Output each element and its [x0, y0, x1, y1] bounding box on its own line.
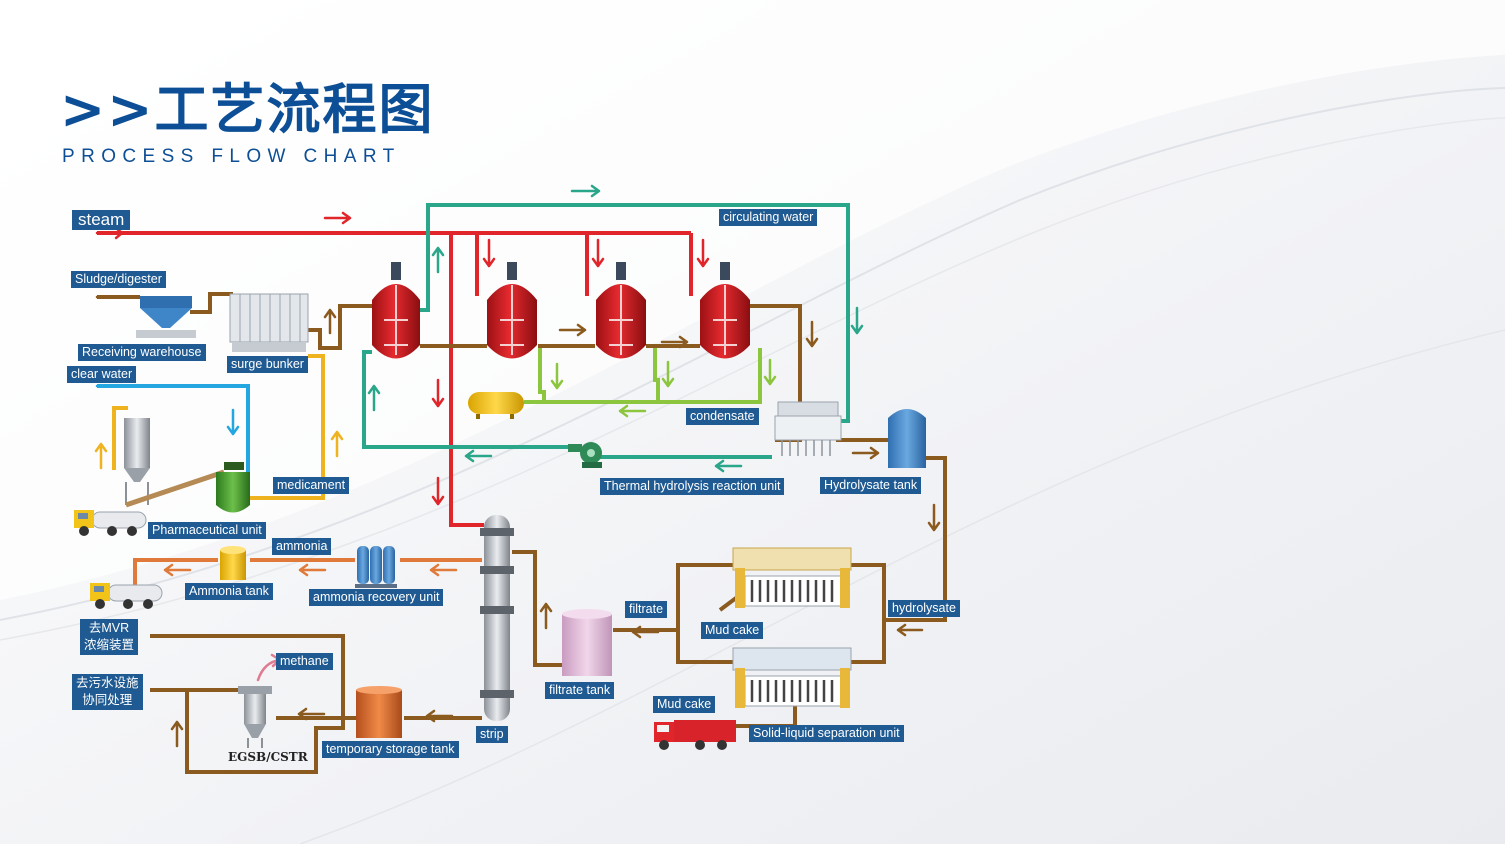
- label-egsb-cstr: EGSB/CSTR: [228, 750, 308, 764]
- label-strip: strip: [476, 726, 508, 743]
- reactor-tank-4: [700, 262, 750, 359]
- ammonia-tank: [220, 546, 246, 580]
- label-condensate: condensate: [686, 408, 759, 425]
- label-methane: methane: [276, 653, 333, 670]
- reactor-tank-2: [487, 262, 537, 359]
- condensate-vessel: [468, 392, 524, 419]
- ammonia-recovery-cylinders: [355, 546, 397, 588]
- medicament-pipe: [112, 354, 325, 500]
- label-sludge-digester: Sludge/digester: [71, 271, 166, 288]
- label-solid-liquid-separation-unit: Solid-liquid separation unit: [749, 725, 904, 742]
- label-medicament: medicament: [273, 477, 350, 494]
- heat-exchanger: [774, 401, 842, 456]
- steam-pipe: [97, 231, 693, 527]
- label-ammonia: ammonia: [272, 538, 332, 555]
- hydrolysate-tank: [888, 409, 926, 468]
- label-filtrate-tank: filtrate tank: [545, 682, 615, 699]
- label-to-sewage: 去污水设施 协同处理: [72, 674, 143, 710]
- strip-column: [480, 515, 514, 721]
- condensate-pipe: [524, 348, 762, 404]
- medicament-silo: [124, 418, 225, 508]
- flow-arrows: [94, 184, 941, 748]
- label-filtrate: filtrate: [625, 601, 668, 618]
- tanker-truck-2: [90, 583, 163, 609]
- receiving-hopper: [136, 296, 196, 338]
- tanker-truck-1: [74, 510, 147, 536]
- page-title: >>工艺流程图: [60, 78, 435, 141]
- circulation-pump: [568, 442, 602, 468]
- filter-press-1: [732, 547, 852, 608]
- label-circulating-water: circulating water: [719, 209, 818, 226]
- label-ammonia-tank: Ammonia tank: [185, 583, 273, 600]
- label-ammonia-recovery-unit: ammonia recovery unit: [309, 589, 444, 606]
- label-to-sewage-line1: 去污水设施: [76, 676, 139, 690]
- label-temporary-storage-tank: temporary storage tank: [322, 741, 459, 758]
- label-to-mvr: 去MVR 浓缩装置: [80, 619, 139, 655]
- dump-truck: [654, 720, 736, 750]
- label-hydrolysate: hydrolysate: [888, 600, 960, 617]
- page-subtitle: PROCESS FLOW CHART: [62, 146, 401, 167]
- label-mud-cake-2: Mud cake: [653, 696, 716, 713]
- label-to-mvr-line2: 浓缩装置: [84, 638, 135, 652]
- circulating-water-pipe: [362, 203, 850, 459]
- label-mud-cake-1: Mud cake: [701, 622, 764, 639]
- temporary-storage-tank: [356, 686, 402, 738]
- reactor-tank-3: [596, 262, 646, 359]
- pharmaceutical-mixer: [216, 462, 250, 513]
- label-surge-bunker: surge bunker: [227, 356, 308, 373]
- filter-press-2: [732, 647, 852, 708]
- label-hydrolysate-tank: Hydrolysate tank: [820, 477, 922, 494]
- label-clear-water: clear water: [67, 366, 137, 383]
- filtrate-tank: [562, 609, 612, 676]
- label-thermal-hydrolysis-unit: Thermal hydrolysis reaction unit: [600, 478, 785, 495]
- label-to-mvr-line1: 去MVR: [88, 621, 130, 635]
- label-steam: steam: [72, 210, 131, 230]
- egsb-reactor: [238, 686, 272, 748]
- ammonia-pipe: [133, 558, 482, 585]
- label-pharmaceutical-unit: Pharmaceutical unit: [148, 522, 266, 539]
- label-receiving-warehouse: Receiving warehouse: [78, 344, 206, 361]
- reactor-tank-1: [372, 262, 420, 359]
- label-to-sewage-line2: 协同处理: [82, 693, 133, 707]
- surge-bunker: [229, 293, 309, 352]
